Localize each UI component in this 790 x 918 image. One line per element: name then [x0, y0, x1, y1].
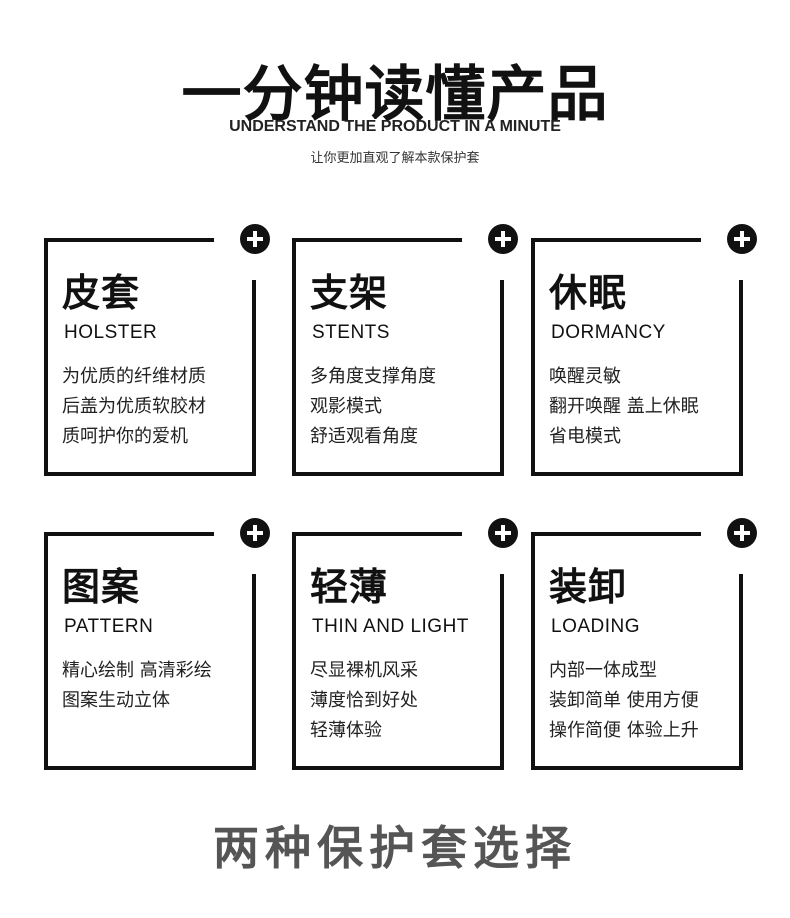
page-subtitle: 让你更加直观了解本款保护套 [310, 151, 480, 166]
card-line: 图案生动立体 [62, 690, 170, 711]
card-title: 支架 [310, 271, 389, 315]
card-english-label: LOADING [551, 616, 641, 637]
page-title-english: UNDERSTAND THE PRODUCT IN A MINUTE [229, 118, 561, 135]
card-line: 省电模式 [549, 426, 621, 447]
card-title: 轻薄 [310, 565, 389, 609]
card-english-label: STENTS [312, 322, 390, 343]
card-frame [531, 236, 745, 476]
card-line: 操作简便 体验上升 [549, 720, 699, 741]
plus-circle-icon [488, 518, 518, 548]
plus-circle-icon [240, 518, 270, 548]
card-line: 为优质的纤维材质 [62, 366, 206, 387]
card-line: 翻开唤醒 盖上休眠 [549, 396, 699, 417]
card-line: 轻薄体验 [310, 720, 382, 741]
card-english-label: THIN AND LIGHT [312, 616, 469, 637]
card-title: 皮套 [62, 271, 141, 315]
feature-card-pattern: 图案 PATTERN 精心绘制 高清彩绘 图案生动立体 [44, 518, 270, 770]
card-frame [531, 530, 745, 770]
plus-circle-icon [488, 224, 518, 254]
card-title: 装卸 [549, 565, 628, 609]
card-description: 尽显裸机风采 薄度恰到好处 轻薄体验 [310, 656, 418, 746]
card-line: 内部一体成型 [549, 660, 657, 681]
card-title: 休眠 [549, 271, 628, 315]
plus-circle-icon [727, 518, 757, 548]
plus-circle-icon [727, 224, 757, 254]
card-english-label: PATTERN [64, 616, 154, 637]
card-description: 精心绘制 高清彩绘 图案生动立体 [62, 656, 212, 716]
footer-heading: 两种保护套选择 [213, 821, 577, 875]
card-line: 精心绘制 高清彩绘 [62, 660, 212, 681]
feature-card-stents: 支架 STENTS 多角度支撑角度 观影模式 舒适观看角度 [292, 224, 518, 476]
card-line: 唤醒灵敏 [549, 366, 621, 387]
card-line: 多角度支撑角度 [310, 366, 436, 387]
card-title: 图案 [62, 565, 141, 609]
card-english-label: HOLSTER [64, 322, 158, 343]
card-line: 后盖为优质软胶材 [62, 396, 206, 417]
page-title: 一分钟读懂产品 [181, 60, 609, 130]
card-frame [292, 236, 506, 476]
feature-card-holster: 皮套 HOLSTER 为优质的纤维材质 后盖为优质软胶材 质呵护你的爱机 [44, 224, 270, 476]
card-line: 舒适观看角度 [310, 426, 418, 447]
card-english-label: DORMANCY [551, 322, 666, 343]
card-description: 内部一体成型 装卸简单 使用方便 操作简便 体验上升 [549, 656, 699, 746]
card-description: 唤醒灵敏 翻开唤醒 盖上休眠 省电模式 [549, 362, 699, 452]
card-line: 质呵护你的爱机 [62, 426, 188, 447]
card-line: 薄度恰到好处 [310, 690, 418, 711]
plus-circle-icon [240, 224, 270, 254]
card-line: 观影模式 [310, 396, 382, 417]
feature-card-thin-and-light: 轻薄 THIN AND LIGHT 尽显裸机风采 薄度恰到好处 轻薄体验 [292, 518, 518, 770]
feature-card-loading: 装卸 LOADING 内部一体成型 装卸简单 使用方便 操作简便 体验上升 [531, 518, 757, 770]
card-line: 装卸简单 使用方便 [549, 690, 699, 711]
card-description: 为优质的纤维材质 后盖为优质软胶材 质呵护你的爱机 [62, 362, 206, 452]
feature-card-dormancy: 休眠 DORMANCY 唤醒灵敏 翻开唤醒 盖上休眠 省电模式 [531, 224, 757, 476]
card-line: 尽显裸机风采 [310, 660, 418, 681]
card-description: 多角度支撑角度 观影模式 舒适观看角度 [310, 362, 436, 452]
